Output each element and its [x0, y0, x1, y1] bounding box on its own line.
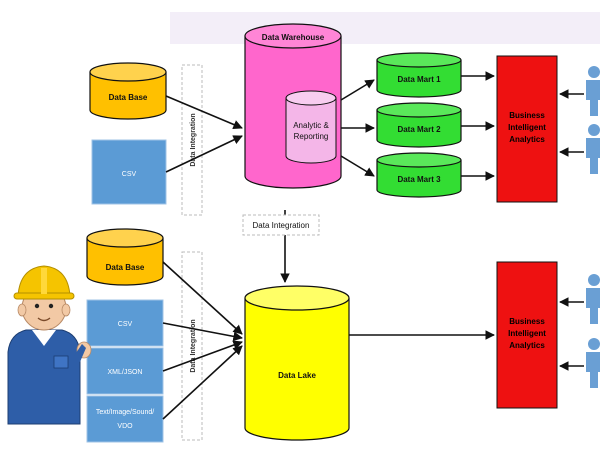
- bottom-media-box: Text/Image/Sound/ VDO: [86, 395, 164, 443]
- data-mart-1-label: Data Mart 1: [397, 75, 441, 84]
- bottom-bi-line3: Analytics: [509, 341, 545, 350]
- middle-integration-box: Data Integration: [242, 214, 320, 236]
- top-database-cylinder: Data Base: [89, 62, 167, 120]
- warehouse-label: Data Warehouse: [262, 33, 325, 42]
- bottom-bi-line1: Business: [509, 317, 545, 326]
- data-mart-1-cylinder: Data Mart 1: [376, 52, 462, 98]
- arrow-xml-to-lake: [162, 340, 243, 372]
- top-integration-strip: Data Integration: [181, 64, 203, 216]
- top-bi-line2: Intelligent: [508, 123, 546, 132]
- person-icon: [586, 124, 600, 174]
- bottom-database-label: Data Base: [106, 263, 145, 272]
- top-csv-label: CSV: [122, 171, 137, 178]
- bottom-csv-box: CSV: [86, 299, 164, 347]
- bottom-integration-label: Data Integration: [190, 319, 197, 372]
- top-database-label: Data Base: [109, 93, 148, 102]
- bottom-media-label-line2: VDO: [117, 423, 133, 430]
- engineer-mascot-icon: [7, 265, 92, 425]
- arrow-csv2-to-lake: [162, 322, 243, 342]
- top-csv-box: CSV: [91, 139, 167, 205]
- top-integration-label: Data Integration: [190, 113, 197, 166]
- person-icon: [586, 66, 600, 116]
- data-mart-2-label: Data Mart 2: [397, 125, 441, 134]
- analytic-label-line2: Reporting: [294, 132, 329, 141]
- bottom-csv-label: CSV: [118, 321, 133, 328]
- person-icon: [586, 338, 600, 388]
- arrow-csv-to-warehouse: [165, 135, 243, 173]
- middle-integration-label: Data Integration: [253, 221, 310, 230]
- bottom-xml-box: XML/JSON: [86, 347, 164, 395]
- top-bi-line1: Business: [509, 111, 545, 120]
- data-mart-3-cylinder: Data Mart 3: [376, 152, 462, 198]
- top-bi-line3: Analytics: [509, 135, 545, 144]
- bottom-media-label-line1: Text/Image/Sound/: [96, 409, 154, 416]
- person-icon: [586, 274, 600, 324]
- bottom-integration-strip: Data Integration: [181, 251, 203, 441]
- arrow-warehouse-to-mart3: [340, 155, 375, 177]
- arrow-media-to-lake: [162, 345, 243, 420]
- arrow-db-to-warehouse: [165, 95, 243, 130]
- header-band: [170, 12, 600, 44]
- bottom-xml-label: XML/JSON: [107, 369, 142, 376]
- analytic-label-line1: Analytic &: [293, 121, 329, 130]
- top-bi-box: Business Intelligent Analytics: [496, 55, 558, 203]
- data-lake-cylinder: Data Lake: [244, 285, 350, 441]
- arrow-db2-to-lake: [162, 261, 243, 335]
- data-mart-2-cylinder: Data Mart 2: [376, 102, 462, 148]
- bottom-bi-box: Business Intelligent Analytics: [496, 261, 558, 409]
- data-lake-label: Data Lake: [278, 371, 316, 380]
- arrow-warehouse-to-mart1: [340, 79, 375, 101]
- bottom-bi-line2: Intelligent: [508, 329, 546, 338]
- bottom-database-cylinder: Data Base: [86, 228, 164, 286]
- analytic-reporting-cylinder: Analytic & Reporting: [285, 90, 337, 164]
- data-mart-3-label: Data Mart 3: [397, 175, 441, 184]
